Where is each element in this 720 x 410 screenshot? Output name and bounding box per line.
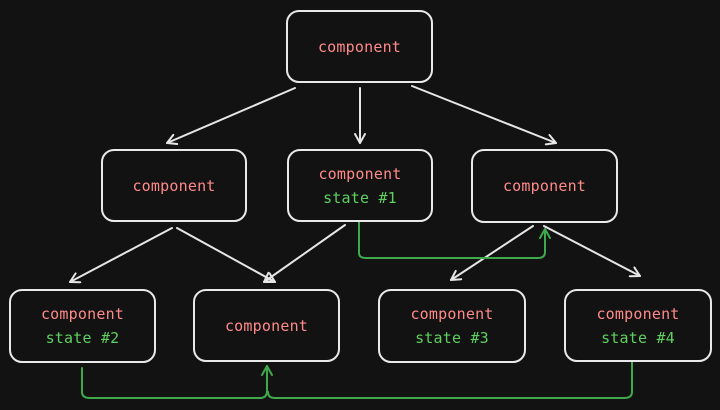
edge-root-to-mid-left xyxy=(166,87,296,146)
edge-root-to-mid-right xyxy=(411,85,557,146)
node-label: component xyxy=(502,177,587,195)
node-leaf-1: component state #2 xyxy=(9,289,156,363)
node-state-label: state #2 xyxy=(45,329,120,347)
node-state-label: state #1 xyxy=(323,188,397,207)
node-label: component xyxy=(410,305,494,323)
node-label: component xyxy=(132,176,216,195)
edge-mid-left-to-leaf-1 xyxy=(69,227,173,284)
edge-mid-left-to-leaf-2 xyxy=(176,227,276,284)
edge-mid-right-to-leaf-4 xyxy=(543,225,641,278)
flow-state-2-to-leaf-2 xyxy=(81,365,273,399)
node-label: component xyxy=(317,37,402,56)
node-label: component xyxy=(596,304,680,323)
node-state-label: state #3 xyxy=(415,329,489,347)
node-label: component xyxy=(318,164,402,183)
node-mid-left: component xyxy=(101,149,247,222)
node-leaf-2: component xyxy=(193,289,340,362)
node-leaf-3: component state #3 xyxy=(378,289,526,363)
edge-mid-center-to-leaf-2 xyxy=(263,224,346,283)
node-state-label: state #4 xyxy=(601,328,675,347)
flow-state-1-to-mid-right xyxy=(358,221,551,259)
edge-mid-right-to-leaf-3 xyxy=(450,225,534,281)
node-mid-right: component xyxy=(471,149,618,223)
node-label: component xyxy=(40,305,125,323)
node-root: component xyxy=(286,10,433,83)
node-mid-center: component state #1 xyxy=(287,149,433,222)
flow-state-4-to-leaf-2 xyxy=(267,361,633,399)
node-label: component xyxy=(224,316,309,335)
node-leaf-4: component state #4 xyxy=(564,289,712,362)
